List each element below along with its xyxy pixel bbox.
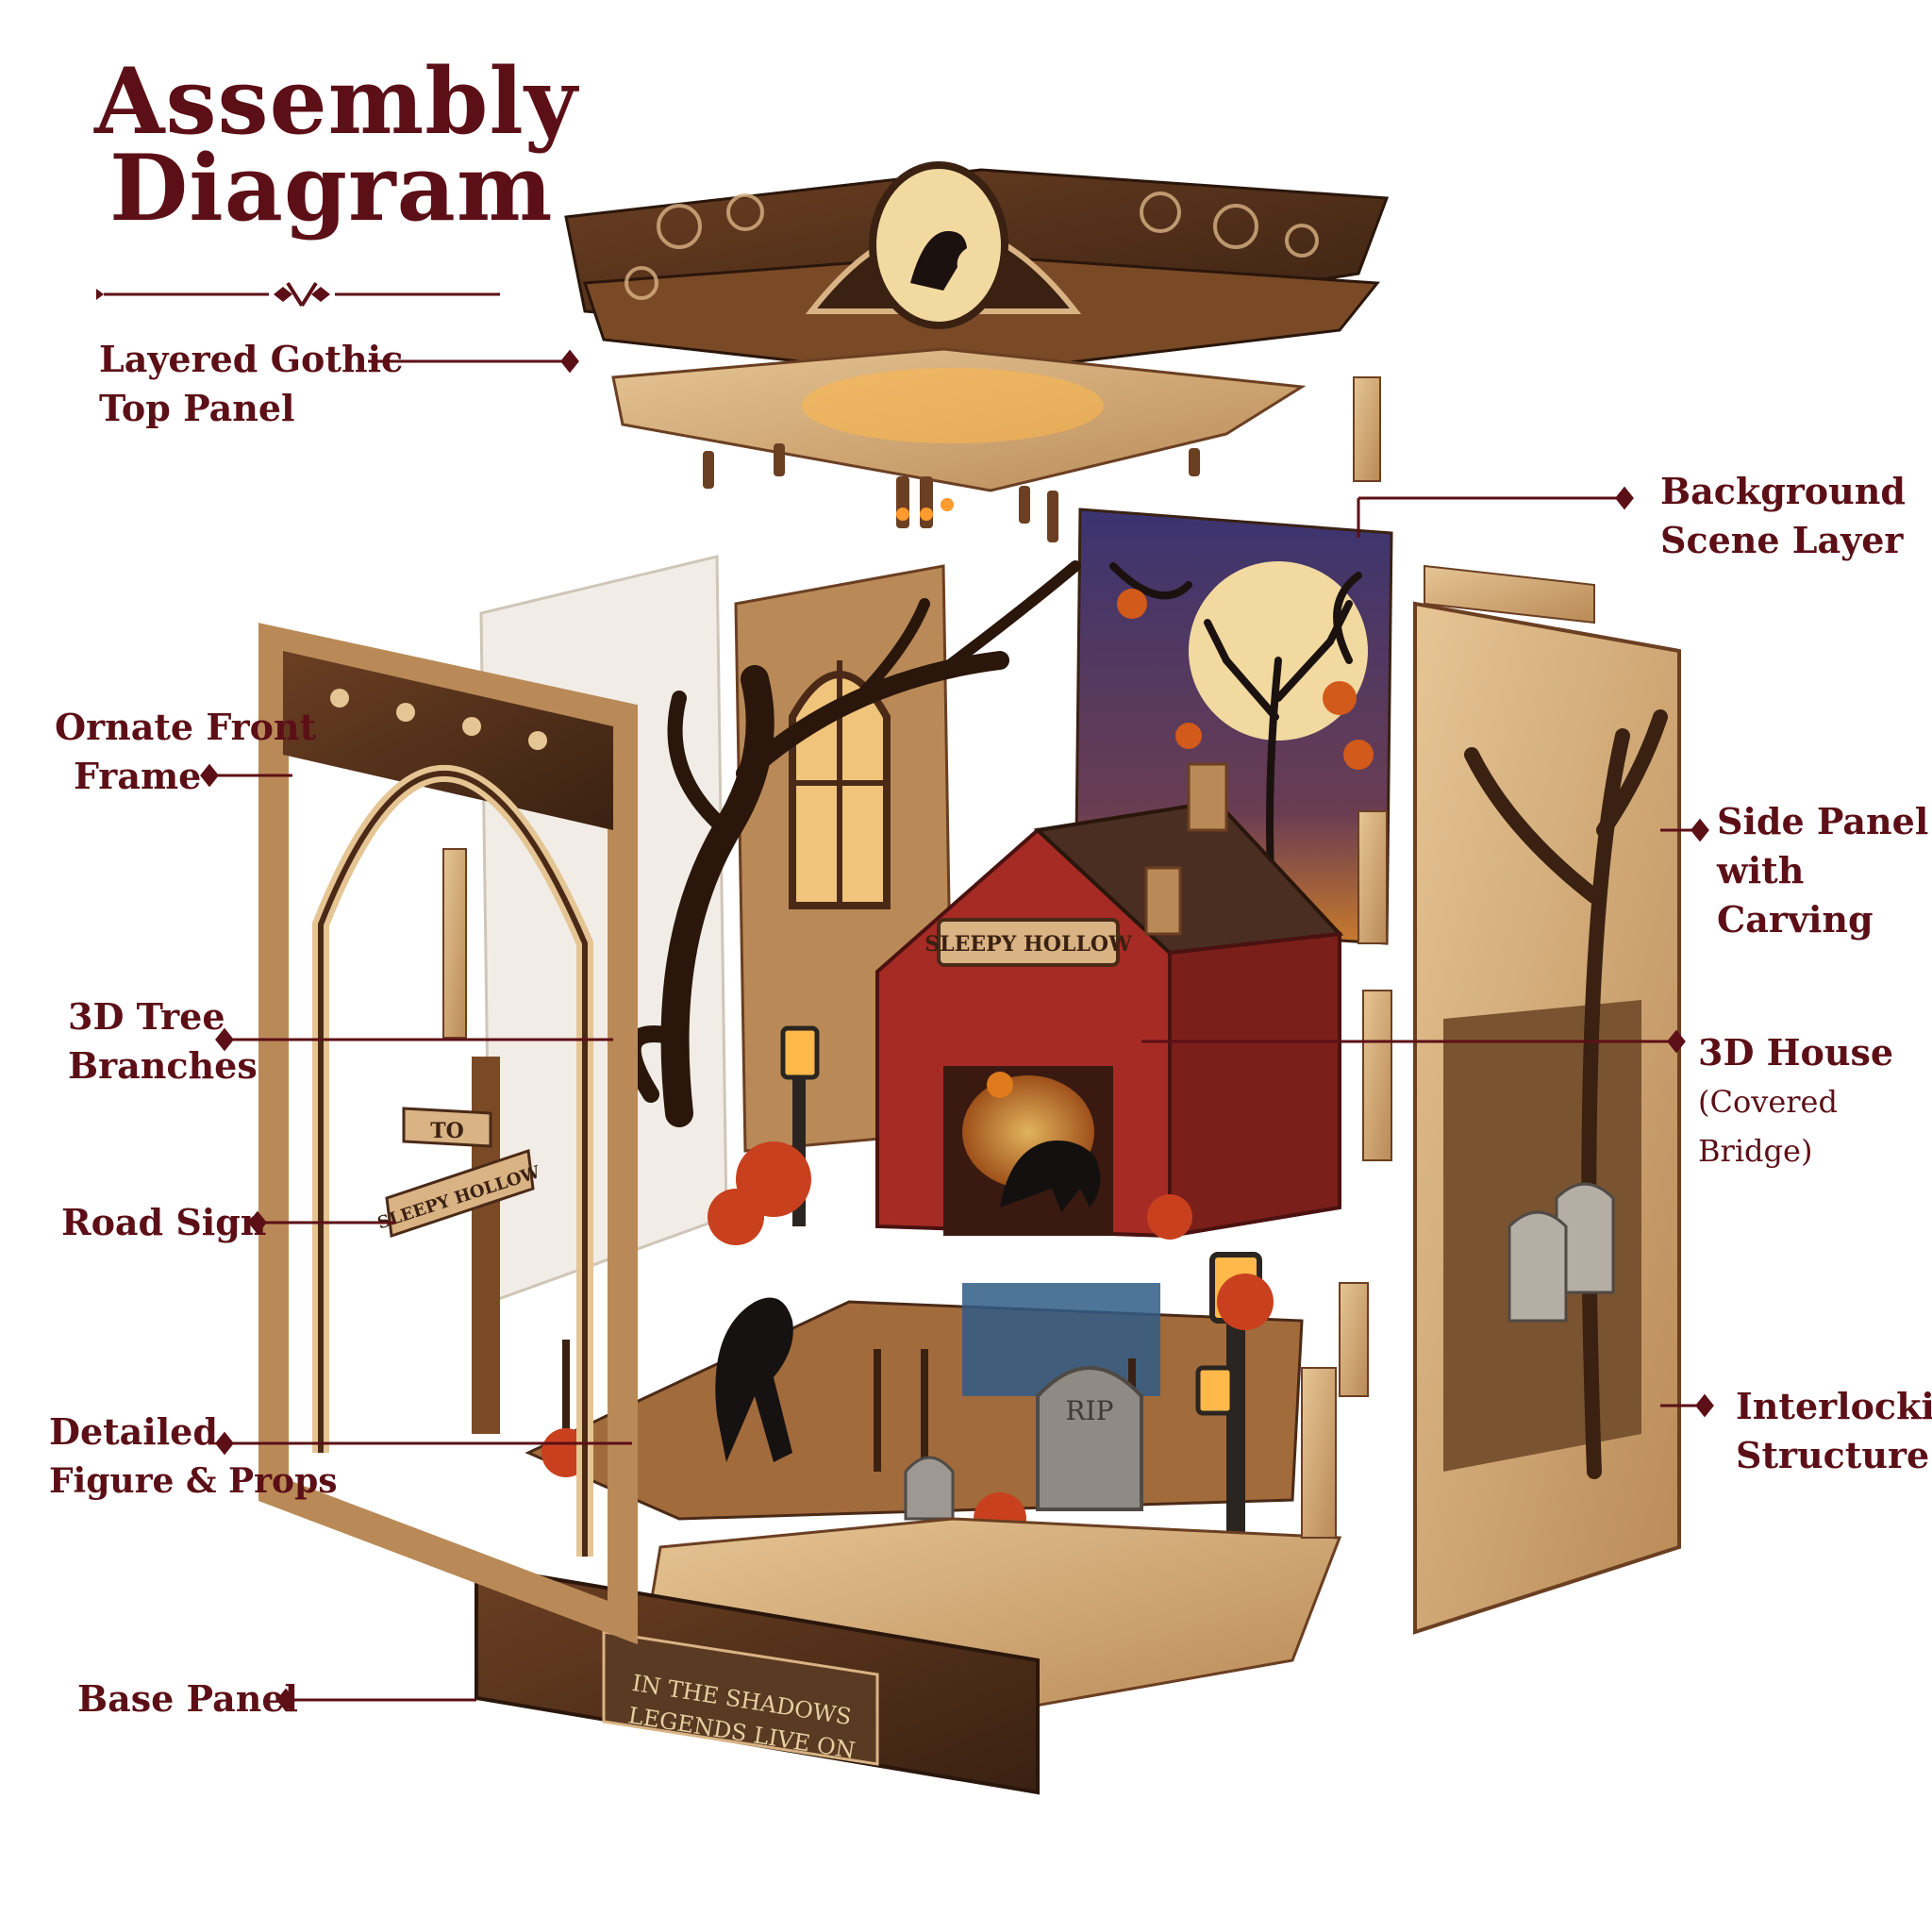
callout-road-sign: Road Sign (61, 1198, 266, 1247)
callout-side-panel-line-2: with Carving (1717, 849, 1874, 941)
callout-interlocking-line-2: Structure (1736, 1434, 1930, 1476)
callout-figure-line-2: Figure & Props (49, 1461, 338, 1501)
callout-front-frame-line-1: Ornate Front (55, 706, 317, 748)
side-panel-carved (1413, 564, 1681, 1635)
callout-base-panel-line-1: Base Panel (77, 1677, 298, 1720)
title-ornament (96, 281, 500, 308)
title-line-2: Diagram (109, 135, 554, 242)
tombstone-text: RIP (1066, 1395, 1114, 1426)
callout-top-panel: Layered Gothic Top Panel (99, 335, 403, 433)
callout-top-panel-line-2: Top Panel (99, 387, 295, 429)
callout-side-panel: Side Panel with Carving (1717, 797, 1932, 944)
callout-road-sign-line-1: Road Sign (61, 1201, 267, 1243)
callout-side-panel-line-1: Side Panel (1717, 800, 1929, 842)
callout-tree-branches: 3D Tree Branches (68, 992, 258, 1091)
callout-base-panel: Base Panel (77, 1674, 298, 1724)
leader-lines (200, 349, 1714, 1712)
callout-figure-line-1: Detailed (49, 1410, 218, 1453)
top-panel-group (564, 161, 1390, 542)
bridge-sign-text: SLEEPY HOLLOW (924, 932, 1132, 957)
callout-tree-line-1: 3D Tree (68, 995, 225, 1038)
road-sign-top-text: TO (430, 1119, 464, 1143)
callout-house-line-1: 3D House (1698, 1031, 1894, 1074)
callout-background-scene: Background Scene Layer (1660, 467, 1906, 565)
callout-front-frame-line-2: Frame (74, 755, 202, 797)
callout-house-line-2: (Covered Bridge) (1698, 1084, 1838, 1169)
interlocking-pieces (442, 810, 1392, 1539)
covered-bridge-house: SLEEPY HOLLOW (875, 762, 1344, 1239)
callout-tree-line-2: Branches (68, 1044, 258, 1087)
callout-background-line-1: Background (1660, 470, 1906, 512)
callout-interlocking-line-1: Interlocking (1736, 1385, 1932, 1427)
callout-front-frame: Ornate Front Frame (55, 703, 316, 801)
callout-figure-props: Detailed Figure & Props (49, 1407, 338, 1506)
ornate-front-frame (258, 623, 638, 1645)
callout-top-panel-line-1: Layered Gothic (99, 338, 404, 380)
title-line-1: Assembly (94, 48, 578, 155)
callout-interlocking: Interlocking Structure (1736, 1382, 1932, 1480)
diagram-title: Assembly Diagram (94, 48, 578, 242)
callout-house: 3D House (Covered Bridge) (1698, 1028, 1932, 1175)
tree-branches (624, 560, 1081, 1127)
callout-background-line-2: Scene Layer (1660, 519, 1904, 561)
